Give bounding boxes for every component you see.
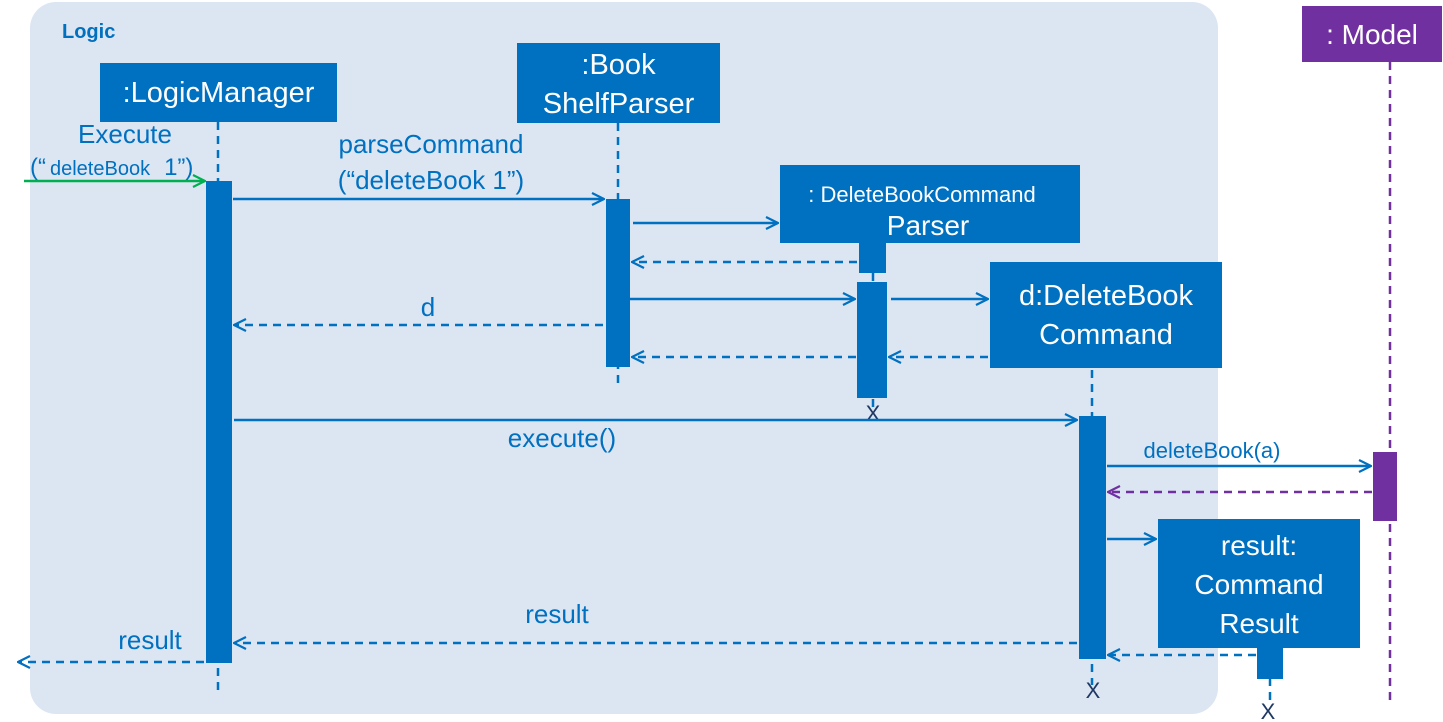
return-result-outer-label: result xyxy=(118,625,182,655)
activation-delete-command xyxy=(1079,416,1106,659)
svg-text:: Model: : Model xyxy=(1326,19,1418,50)
execute-label-line1: Execute xyxy=(78,119,172,149)
participant-model: : Model xyxy=(1302,6,1442,62)
svg-text:Command: Command xyxy=(1194,569,1323,600)
return-d-label: d xyxy=(421,292,435,322)
svg-text::LogicManager: :LogicManager xyxy=(123,77,315,109)
svg-text:: DeleteBookCommand: : DeleteBookCommand xyxy=(808,182,1035,207)
activation-delete-parser-creation xyxy=(859,243,886,273)
activation-logic-manager xyxy=(206,181,232,663)
execute-label-line2: (“deleteBook 1”) xyxy=(30,154,193,181)
svg-text:Result: Result xyxy=(1219,608,1299,639)
destroy-marker-delete-command: X xyxy=(1086,678,1101,703)
participant-book-shelf-parser: :Book ShelfParser xyxy=(517,43,720,123)
destroy-marker-command-result: X xyxy=(1261,699,1276,722)
svg-text::Book: :Book xyxy=(581,49,656,81)
svg-text:d:DeleteBook: d:DeleteBook xyxy=(1019,280,1194,312)
svg-text:result:: result: xyxy=(1221,530,1297,561)
participant-logic-manager: :LogicManager xyxy=(100,63,337,122)
parse-command-label-line1: parseCommand xyxy=(339,129,524,159)
return-result-inner-label: result xyxy=(525,599,589,629)
execute-label-close: 1”) xyxy=(164,154,193,181)
activation-model xyxy=(1373,452,1397,521)
participant-delete-book-command-parser: : DeleteBookCommand Parser xyxy=(780,165,1080,243)
execute-call-label: execute() xyxy=(508,423,616,453)
participant-delete-book-command: d:DeleteBook Command xyxy=(990,262,1222,368)
activation-command-result xyxy=(1257,648,1283,679)
activation-delete-parser xyxy=(857,282,887,398)
execute-label-open: (“ xyxy=(30,154,46,181)
svg-text:Command: Command xyxy=(1039,319,1173,351)
participant-command-result: result: Command Result xyxy=(1158,519,1360,648)
frame-label: Logic xyxy=(62,21,115,43)
parse-command-label-line2: (“deleteBook 1”) xyxy=(338,165,524,195)
svg-text:Parser: Parser xyxy=(887,210,969,241)
execute-label-arg: deleteBook xyxy=(50,158,151,180)
activation-parser xyxy=(606,199,630,367)
svg-text:ShelfParser: ShelfParser xyxy=(543,88,695,120)
delete-book-label: deleteBook(a) xyxy=(1144,438,1281,463)
destroy-marker-delete-parser: X xyxy=(866,401,881,426)
